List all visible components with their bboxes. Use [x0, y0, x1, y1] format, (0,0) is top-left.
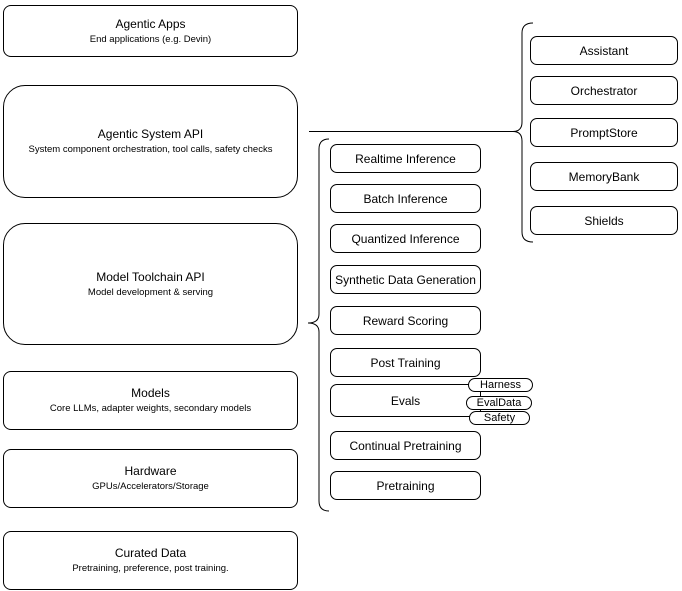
component-promptstore: PromptStore — [530, 118, 678, 147]
toolchain-item-label: Continual Pretraining — [349, 438, 462, 453]
eval-tag-evaldata: EvalData — [466, 396, 532, 410]
toolchain-item-label: Reward Scoring — [362, 313, 449, 328]
box-title: Models — [131, 386, 170, 400]
component-label: PromptStore — [570, 125, 638, 140]
toolchain-item-continual-pretraining: Continual Pretraining — [330, 431, 481, 460]
toolchain-item-evals: Evals — [330, 384, 481, 417]
eval-tag-safety: Safety — [469, 411, 530, 425]
box-title: Agentic System API — [97, 127, 204, 141]
eval-tag-harness: Harness — [468, 378, 533, 392]
box-subtitle: System component orchestration, tool cal… — [28, 144, 273, 155]
component-label: Assistant — [579, 43, 629, 58]
toolchain-item-synthetic-data-generation: Synthetic Data Generation — [330, 265, 481, 294]
box-subtitle: Pretraining, preference, post training. — [72, 563, 229, 574]
component-label: Orchestrator — [570, 83, 638, 98]
toolchain-item-batch-inference: Batch Inference — [330, 184, 481, 213]
box-title: Hardware — [124, 464, 177, 478]
box-subtitle: Core LLMs, adapter weights, secondary mo… — [49, 403, 252, 414]
toolchain-item-label: Evals — [390, 393, 421, 408]
toolchain-item-label: Batch Inference — [363, 191, 448, 206]
component-orchestrator: Orchestrator — [530, 76, 678, 105]
toolchain-bracket — [307, 138, 330, 512]
box-subtitle: End applications (e.g. Devin) — [89, 33, 212, 45]
eval-tag-label: EvalData — [476, 397, 522, 409]
eval-tag-label: Harness — [480, 379, 521, 391]
toolchain-item-pretraining: Pretraining — [330, 471, 481, 500]
toolchain-item-label: Realtime Inference — [355, 151, 456, 166]
toolchain-item-label: Quantized Inference — [351, 231, 460, 246]
toolchain-item-label: Post Training — [370, 355, 441, 370]
component-assistant: Assistant — [530, 36, 678, 65]
toolchain-item-reward-scoring: Reward Scoring — [330, 306, 481, 335]
toolchain-item-realtime-inference: Realtime Inference — [330, 144, 481, 173]
component-shields: Shields — [530, 206, 678, 235]
component-label: MemoryBank — [568, 169, 640, 184]
box-curated-data: Curated Data Pretraining, preference, po… — [3, 531, 298, 590]
box-hardware: Hardware GPUs/Accelerators/Storage — [3, 449, 298, 508]
box-models: Models Core LLMs, adapter weights, secon… — [3, 371, 298, 430]
box-title: Agentic Apps — [115, 16, 186, 31]
components-bracket — [512, 22, 534, 243]
box-agentic-apps: Agentic Apps End applications (e.g. Devi… — [3, 5, 298, 57]
box-title: Curated Data — [114, 546, 187, 560]
toolchain-item-quantized-inference: Quantized Inference — [330, 224, 481, 253]
box-agentic-system-api: Agentic System API System component orch… — [3, 85, 298, 198]
component-memorybank: MemoryBank — [530, 162, 678, 191]
toolchain-item-post-training: Post Training — [330, 348, 481, 377]
component-label: Shields — [584, 213, 624, 228]
box-subtitle: GPUs/Accelerators/Storage — [92, 481, 209, 492]
box-subtitle: Model development & serving — [87, 286, 214, 298]
box-model-toolchain-api: Model Toolchain API Model development & … — [3, 223, 298, 345]
box-title: Model Toolchain API — [96, 269, 205, 284]
toolchain-item-label: Pretraining — [376, 478, 435, 493]
toolchain-item-label: Synthetic Data Generation — [335, 272, 476, 287]
eval-tag-label: Safety — [483, 412, 516, 424]
